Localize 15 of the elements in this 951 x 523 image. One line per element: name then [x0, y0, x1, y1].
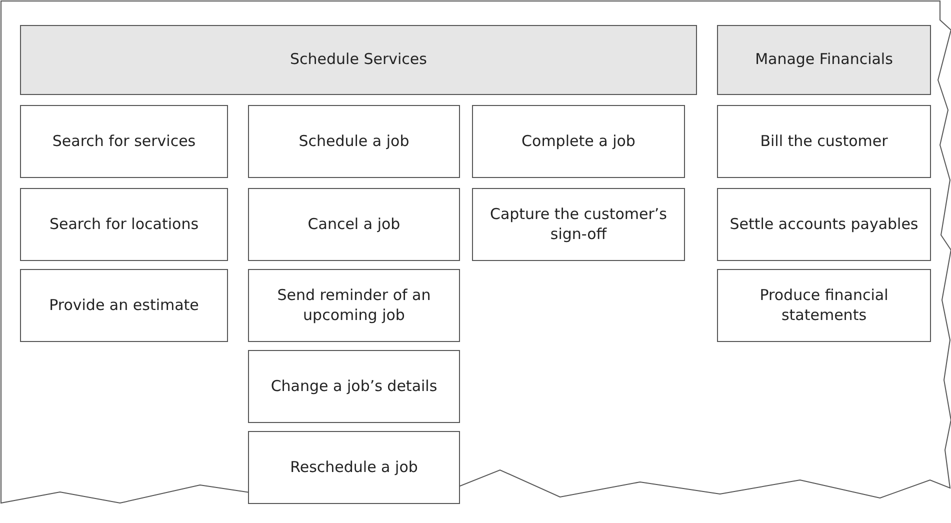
activity-box: Provide an estimate: [20, 269, 228, 342]
activity-box: Bill the customer: [717, 105, 931, 178]
activity-box: Reschedule a job: [248, 431, 460, 504]
activity-box: Capture the customer’s sign-off: [472, 188, 685, 261]
activity-box: Complete a job: [472, 105, 685, 178]
activity-box: Search for locations: [20, 188, 228, 261]
activity-box: Change a job’s details: [248, 350, 460, 423]
activity-box: Send reminder of an upcoming job: [248, 269, 460, 342]
activity-box: Schedule a job: [248, 105, 460, 178]
category-header: Manage Financials: [717, 25, 931, 95]
activity-box: Cancel a job: [248, 188, 460, 261]
activity-box: Settle accounts payables: [717, 188, 931, 261]
activity-box: Produce financial statements: [717, 269, 931, 342]
category-header: Schedule Services: [20, 25, 697, 95]
activity-box: Search for services: [20, 105, 228, 178]
